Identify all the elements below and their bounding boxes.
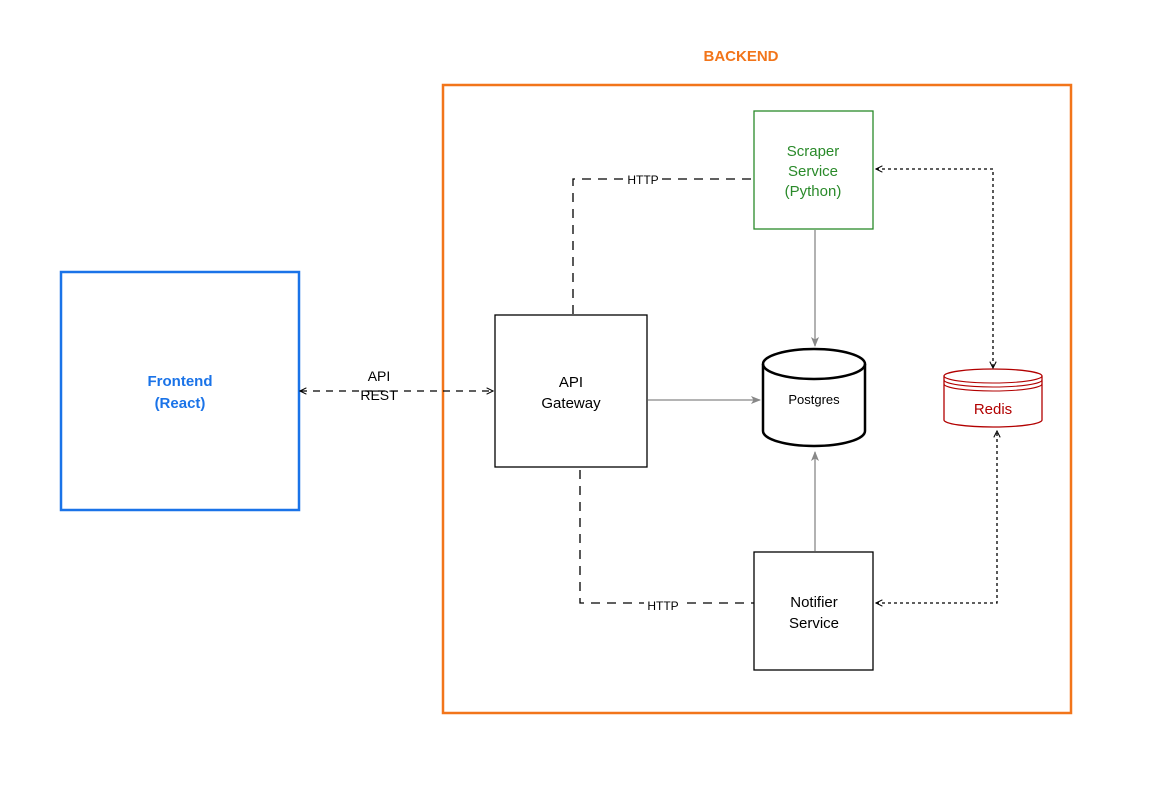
scraper-service-label-line2: Service (788, 163, 838, 180)
scraper-service-label-line1: Scraper (787, 143, 840, 160)
edge-scraper-redis (876, 169, 993, 368)
redis-rim-1 (943, 375, 1043, 384)
backend-title: BACKEND (704, 48, 779, 65)
notifier-service-label-line2: Service (789, 615, 839, 632)
frontend-label-line1: Frontend (148, 373, 213, 390)
edge-gateway-scraper-line (572, 178, 754, 314)
postgres-label: Postgres (788, 392, 840, 407)
api-gateway-label-line2: Gateway (541, 395, 601, 412)
frontend-label-line2: (React) (155, 395, 206, 412)
edge-gateway-scraper-label: HTTP (627, 173, 658, 187)
edge-gateway-scraper-label-bg (624, 173, 662, 186)
edge-frontend-gateway-label-line2: REST (360, 387, 398, 403)
notifier-service-label-line1: Notifier (790, 594, 838, 611)
edge-gateway-scraper: HTTP (572, 173, 754, 314)
edge-notifier-redis (876, 431, 997, 603)
edge-gateway-notifier-label: HTTP (647, 599, 678, 613)
frontend-node[interactable]: Frontend (React) (59, 270, 301, 512)
scraper-service-node[interactable]: Scraper Service (Python) (753, 110, 874, 230)
redis-rim-3 (943, 383, 1043, 392)
edge-frontend-gateway-label-line1: API (368, 368, 391, 384)
scraper-service-box (753, 110, 874, 230)
redis-label: Redis (974, 401, 1012, 418)
api-gateway-box (494, 314, 648, 468)
notifier-service-box (753, 551, 874, 671)
edge-gateway-notifier-line (579, 470, 754, 604)
scraper-service-label-line3: (Python) (785, 183, 842, 200)
frontend-box (59, 270, 301, 512)
postgres-node[interactable]: Postgres (761, 347, 867, 448)
redis-node[interactable]: Redis (943, 368, 1043, 428)
postgres-cylinder (761, 347, 867, 448)
redis-rim-2 (943, 379, 1043, 388)
api-gateway-node[interactable]: API Gateway (494, 314, 648, 468)
api-gateway-label-line1: API (559, 374, 583, 391)
notifier-service-node[interactable]: Notifier Service (753, 551, 874, 671)
edge-gateway-notifier: HTTP (579, 470, 754, 613)
redis-cylinder (943, 368, 1043, 428)
postgres-cylinder-top-rim (761, 363, 867, 381)
backend-container (441, 83, 1073, 715)
edge-gateway-notifier-label-bg (644, 597, 682, 610)
edge-frontend-gateway: API REST (300, 368, 493, 403)
